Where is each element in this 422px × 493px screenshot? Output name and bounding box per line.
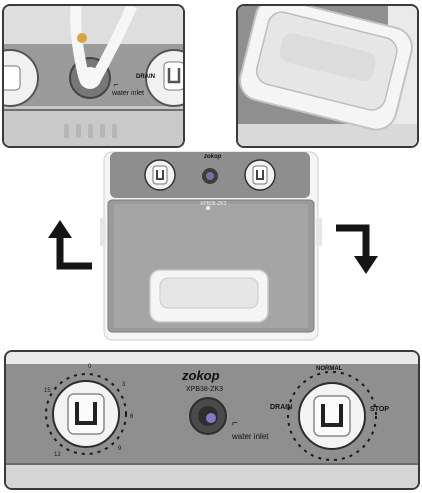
svg-text:6: 6 bbox=[130, 414, 134, 420]
svg-text:3: 3 bbox=[122, 382, 126, 388]
tap-icon: ⌐ bbox=[232, 418, 238, 429]
model-label-center: XPB38-ZK3 bbox=[200, 201, 227, 207]
control-panel-closeup: 0 3 6 9 12 15 bbox=[6, 352, 418, 488]
tap-icon: ⌐ bbox=[114, 80, 119, 89]
water-inlet-label-bottom: water inlet bbox=[232, 432, 269, 441]
drain-label-bottom: DRAIN bbox=[270, 404, 293, 411]
water-inlet-closeup bbox=[4, 6, 183, 146]
svg-text:0: 0 bbox=[88, 364, 92, 370]
arrow-up-left-icon bbox=[48, 220, 92, 270]
svg-text:12: 12 bbox=[54, 452, 61, 458]
water-inlet-label-tl: water inlet bbox=[112, 90, 144, 97]
svg-text:15: 15 bbox=[44, 388, 51, 394]
model-label-bottom: XPB38-ZK3 bbox=[186, 386, 223, 393]
stop-label: STOP bbox=[370, 406, 389, 413]
detail-panel-controls: 0 3 6 9 12 15 zokop XPB38-ZK3 ⌐ water in… bbox=[4, 350, 420, 490]
arrow-down-right-icon bbox=[336, 224, 378, 274]
drain-label-tl: DRAIN bbox=[136, 74, 155, 80]
lid-handle-closeup bbox=[238, 6, 417, 146]
machine-top-view: zokop XPB38-ZK3 bbox=[100, 148, 322, 348]
detail-panel-lid-handle bbox=[236, 4, 419, 148]
brand-logo-bottom: zokop bbox=[182, 368, 220, 383]
normal-label: NORMAL bbox=[316, 366, 343, 372]
svg-text:9: 9 bbox=[118, 446, 122, 452]
machine-illustration bbox=[100, 151, 322, 341]
detail-panel-water-inlet: DRAIN ⌐ water inlet bbox=[2, 4, 185, 148]
brand-logo-center: zokop bbox=[204, 154, 222, 160]
